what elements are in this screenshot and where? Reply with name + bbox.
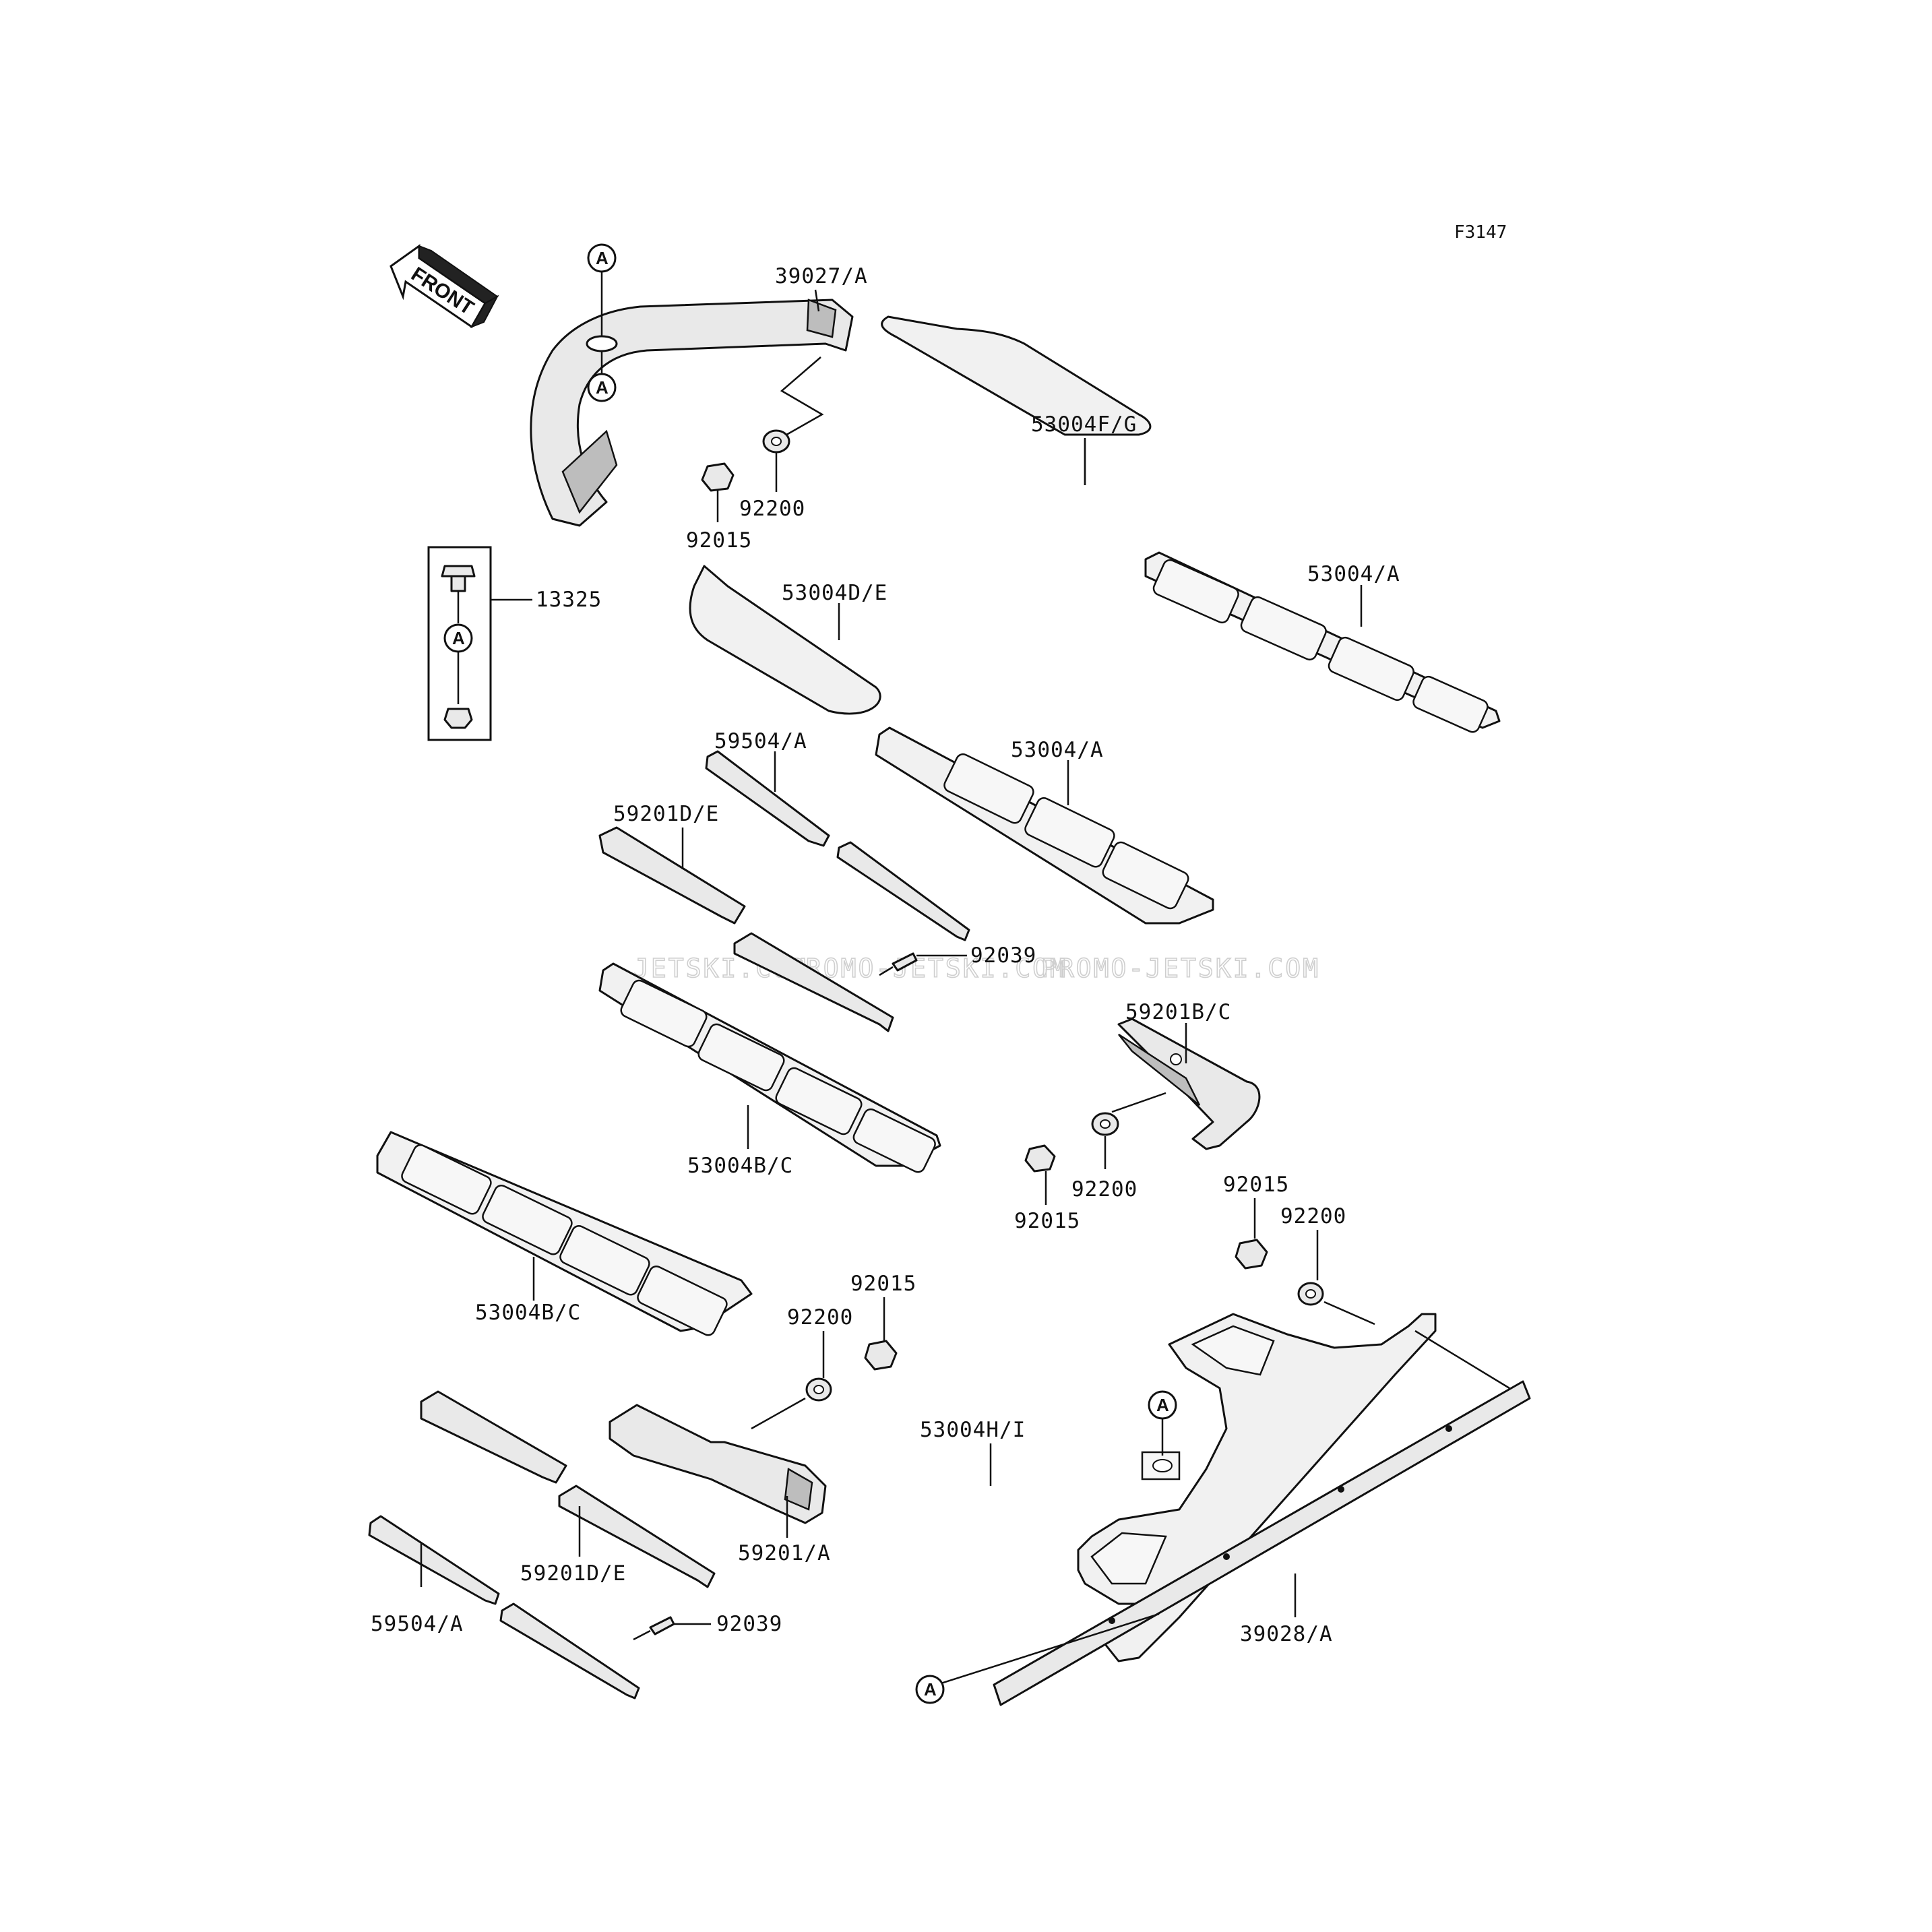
label-92015-right: 92015 bbox=[1223, 1173, 1289, 1197]
rear-mat-53004hi bbox=[1077, 1313, 1437, 1662]
ref-letter-a-5: A bbox=[924, 1679, 937, 1700]
bracket-59201a bbox=[609, 1404, 827, 1524]
label-59201de-low: 59201D/E bbox=[520, 1561, 626, 1586]
label-53004a-mid: 53004/A bbox=[1011, 738, 1104, 762]
label-92200-mid: 92200 bbox=[1071, 1177, 1138, 1202]
rivet-92039-low bbox=[649, 1616, 675, 1635]
label-59504a-low: 59504/A bbox=[371, 1612, 464, 1636]
ref-letter-a-1: A bbox=[596, 248, 609, 268]
nut-92015-right bbox=[1235, 1239, 1268, 1270]
rivet-92039-top bbox=[892, 952, 918, 972]
nut-92015-mid bbox=[1024, 1144, 1056, 1173]
label-53004de: 53004D/E bbox=[782, 581, 887, 605]
strip-59504a-low-1 bbox=[368, 1515, 500, 1605]
label-92200-top: 92200 bbox=[739, 497, 805, 521]
label-53004fg: 53004F/G bbox=[1031, 412, 1137, 437]
label-53004bc-mid: 53004B/C bbox=[687, 1154, 793, 1178]
label-59201a: 59201/A bbox=[738, 1541, 831, 1565]
strip-59504a-top-1 bbox=[705, 750, 830, 847]
deck-mat-53004bc-mid bbox=[598, 962, 941, 1173]
label-92039-low: 92039 bbox=[716, 1612, 782, 1636]
fastener-box-13325: A bbox=[427, 546, 532, 741]
figure-code: F3147 bbox=[1454, 222, 1507, 243]
pad-53004fg bbox=[881, 315, 1152, 436]
watermark-right: PROMO-JETSKI.COM bbox=[1041, 954, 1320, 983]
ref-letter-a-2: A bbox=[596, 377, 609, 398]
deck-mat-53004a-right bbox=[1144, 551, 1501, 733]
ref-letter-a-4: A bbox=[1156, 1395, 1169, 1415]
ref-letter-a-3: A bbox=[452, 628, 465, 648]
grab-handle-front bbox=[530, 289, 854, 527]
label-92039-top: 92039 bbox=[970, 943, 1036, 968]
label-39028a: 39028/A bbox=[1240, 1622, 1333, 1646]
channel-59201de-low-1 bbox=[420, 1390, 567, 1484]
label-53004a-right: 53004/A bbox=[1307, 562, 1400, 586]
strip-59504a-low-2 bbox=[499, 1602, 640, 1700]
deck-mat-53004bc-left bbox=[376, 1131, 753, 1336]
label-13325: 13325 bbox=[536, 588, 602, 612]
label-53004hi: 53004H/I bbox=[920, 1418, 1026, 1442]
label-92015-mid: 92015 bbox=[1014, 1209, 1080, 1233]
channel-59201de-top-1 bbox=[598, 826, 746, 925]
label-92200-low: 92200 bbox=[787, 1305, 853, 1330]
label-92015-low: 92015 bbox=[850, 1272, 916, 1296]
label-59201de-top: 59201D/E bbox=[613, 802, 719, 826]
watermark-mid: PROMO-JETSKI.COM bbox=[788, 954, 1067, 983]
nut-92015-low bbox=[864, 1340, 898, 1371]
channel-59201de-low-2 bbox=[558, 1485, 716, 1588]
label-92015-top: 92015 bbox=[686, 528, 752, 553]
label-92200-right: 92200 bbox=[1280, 1204, 1346, 1228]
deck-mat-53004a-mid bbox=[875, 726, 1214, 925]
channel-59201de-top-2 bbox=[733, 932, 894, 1032]
label-59504a-top: 59504/A bbox=[714, 729, 807, 753]
front-arrow-icon: FRONT bbox=[389, 244, 499, 329]
nut-92015-top bbox=[701, 462, 735, 492]
strip-59504a-top-2 bbox=[836, 841, 970, 941]
label-53004bc-left: 53004B/C bbox=[475, 1301, 581, 1325]
pad-53004de bbox=[689, 565, 881, 715]
bracket-59201bc bbox=[1117, 1018, 1261, 1150]
label-39027a: 39027/A bbox=[775, 264, 868, 288]
ref-circle-a-5 bbox=[915, 1675, 945, 1704]
label-59201bc: 59201B/C bbox=[1125, 1000, 1231, 1024]
